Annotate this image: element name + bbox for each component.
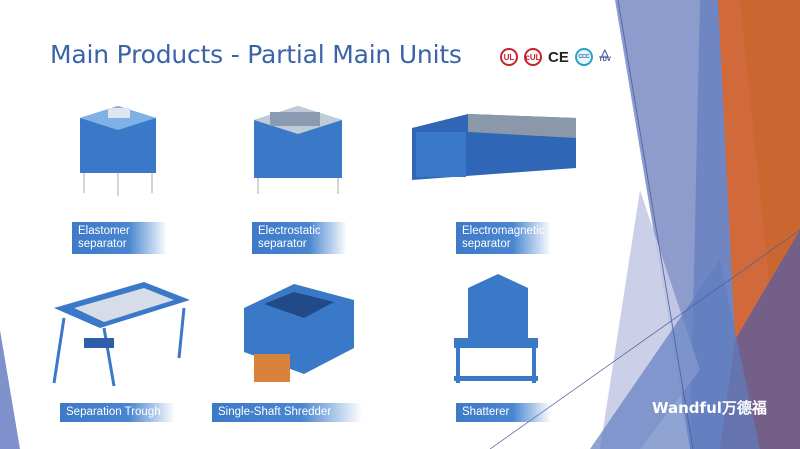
tuv-logo: △TÜV [598, 48, 611, 64]
certification-logos: UL cUL CE CCC △TÜV [500, 48, 611, 66]
page-title: Main Products - Partial Main Units [50, 40, 462, 69]
ul-logo: UL [500, 48, 518, 66]
ccc-logo: CCC [574, 48, 593, 66]
product-label-single-shaft-shredder: Single-Shaft Shredder [212, 403, 362, 422]
product-label-electromagnetic-separator: Electromagnetic separator [456, 222, 551, 254]
brand-logo: Wandful万德福 [652, 399, 767, 417]
shatterer-image [454, 274, 538, 383]
electromagnetic-separator-image [412, 114, 576, 180]
cul-logo: cUL [524, 48, 542, 66]
product-label-elastomer-separator: Elastomer separator [72, 222, 167, 254]
product-label-separation-trough: Separation Trough [60, 403, 175, 422]
electrostatic-separator-image [254, 106, 342, 194]
product-label-electrostatic-separator: Electrostatic separator [252, 222, 347, 254]
product-label-shatterer: Shatterer [456, 403, 551, 422]
separation-trough-image [52, 282, 190, 387]
tuv-text: TÜV [598, 57, 611, 63]
single-shaft-shredder-image [244, 284, 354, 382]
tuv-triangle-icon: △ [600, 48, 609, 59]
elastomer-separator-image [80, 106, 156, 196]
ce-logo: CE [548, 48, 569, 66]
